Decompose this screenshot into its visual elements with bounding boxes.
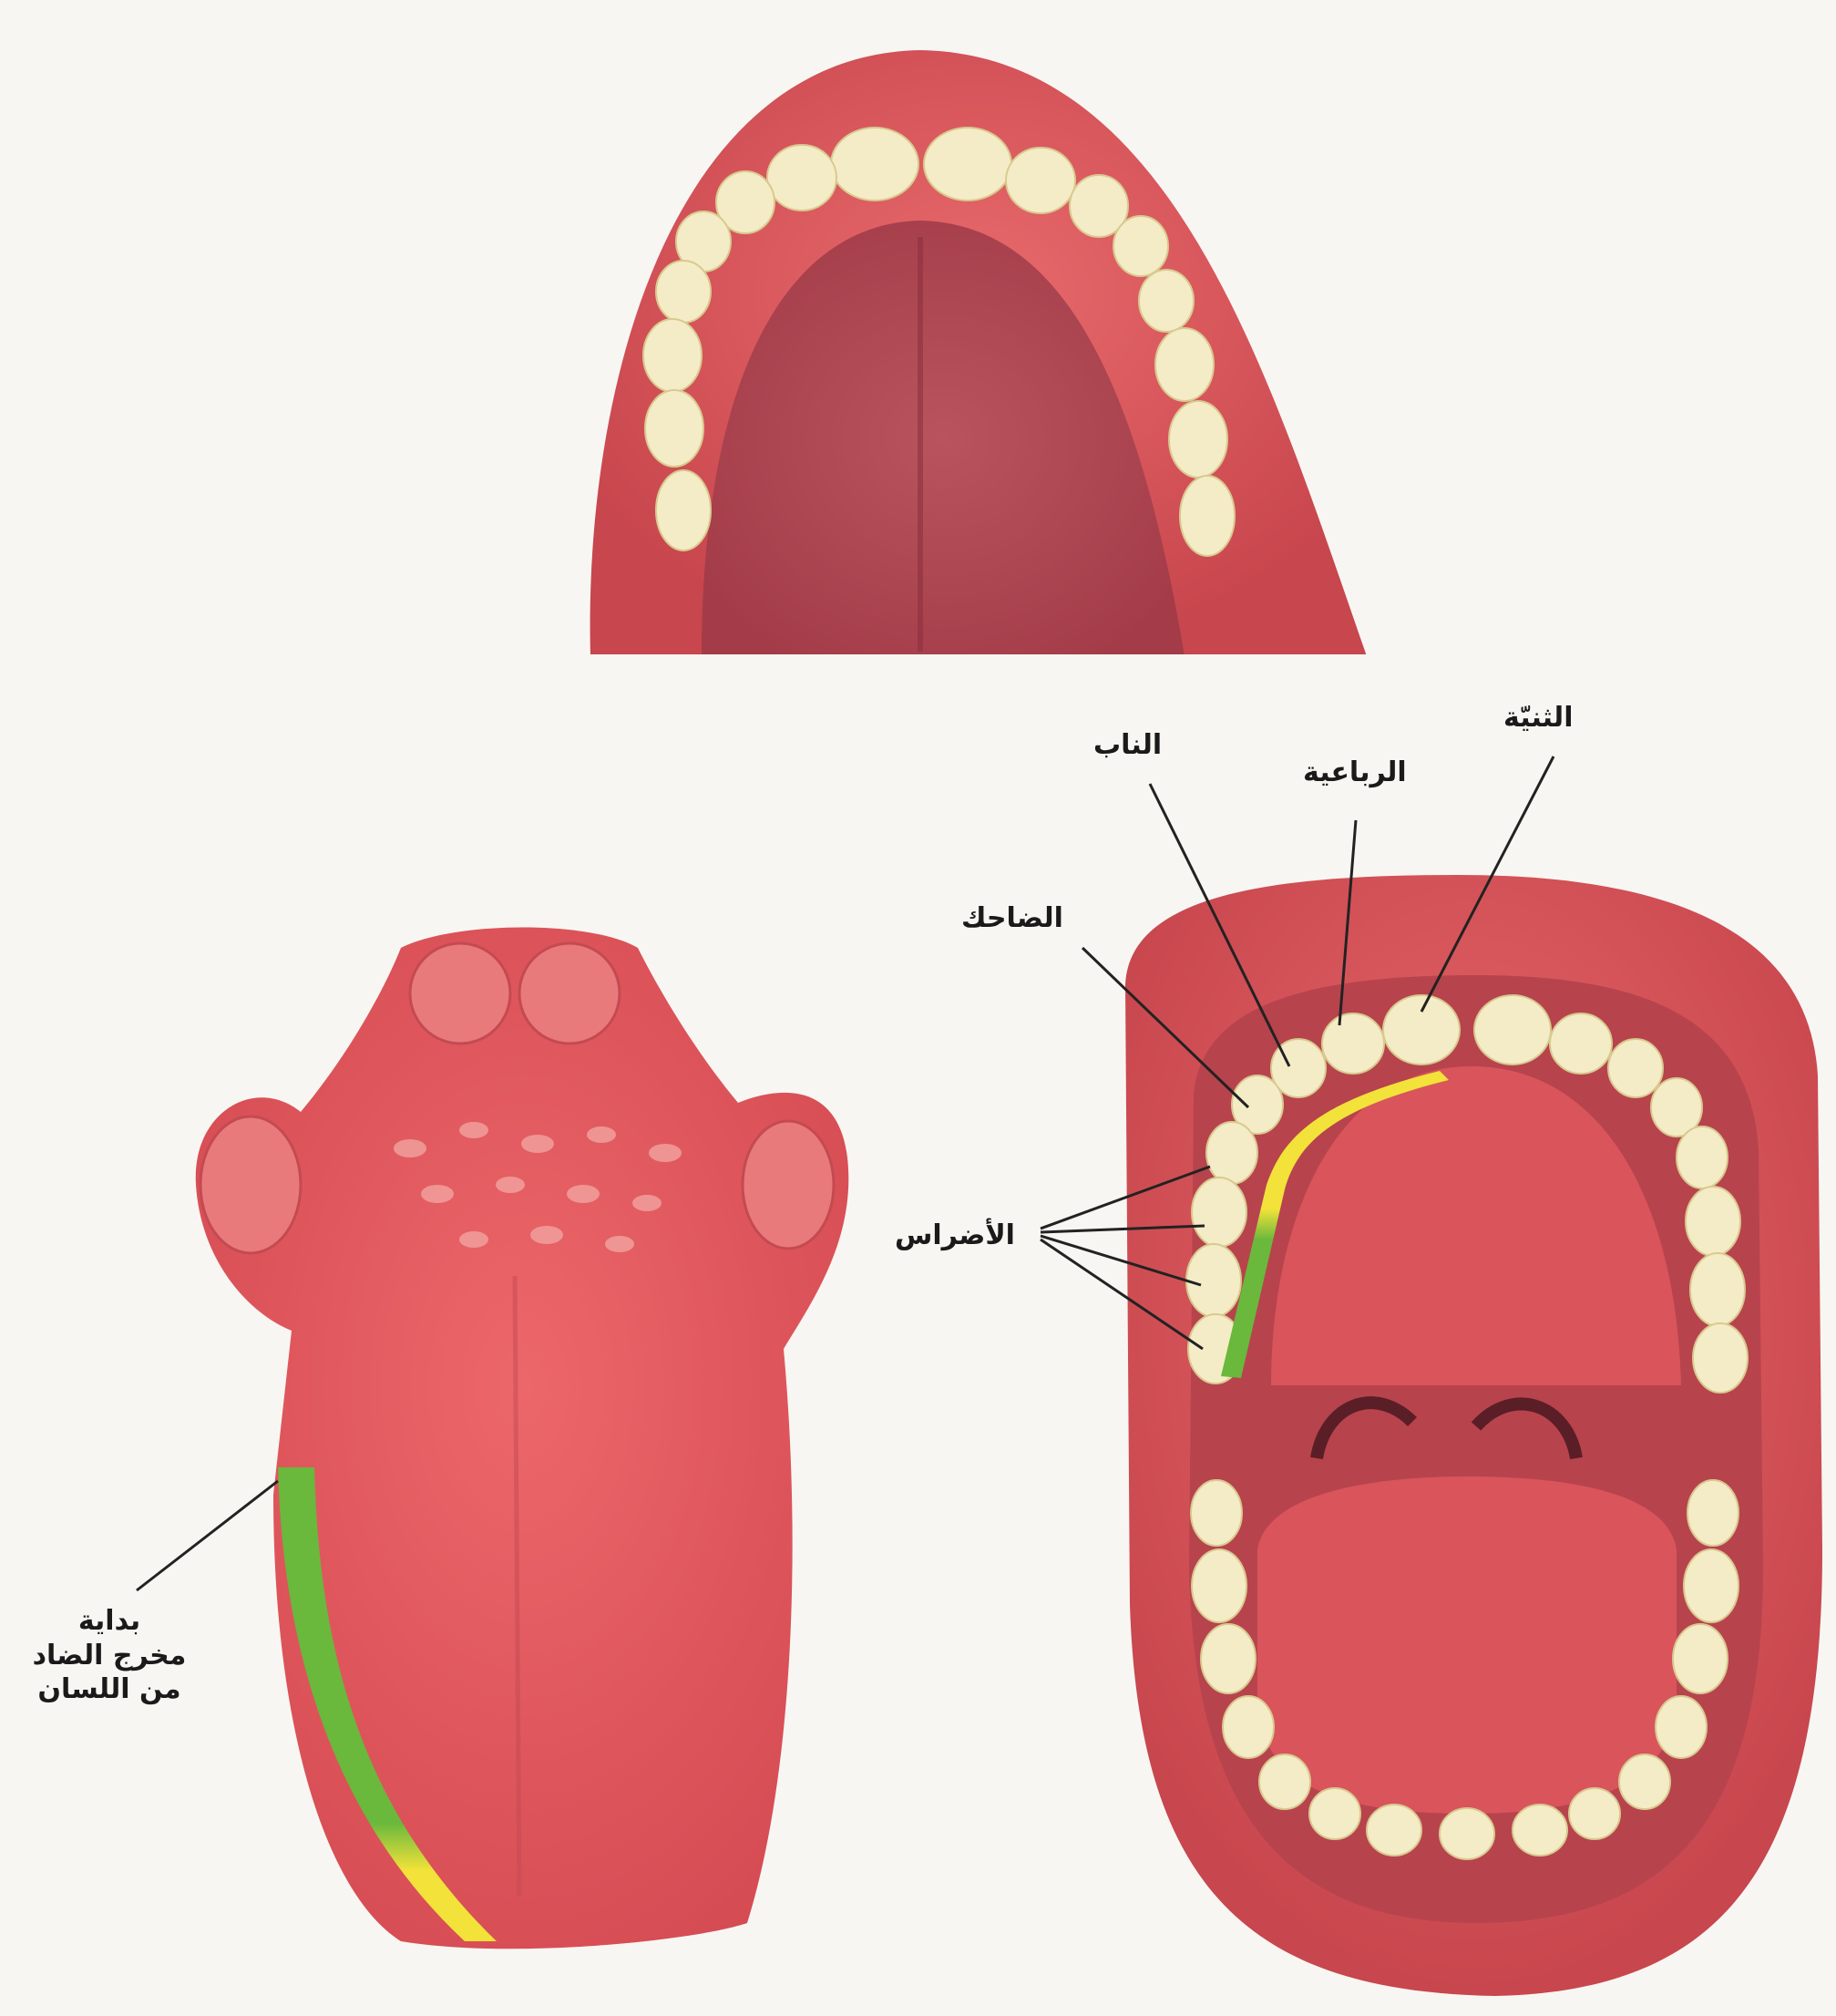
- label-lateral-incisor: الرباعية: [1303, 756, 1407, 789]
- label-molars: الأضراس: [895, 1219, 1015, 1252]
- tongue-illustration: [196, 928, 849, 1949]
- upper-jaw-illustration: [583, 50, 1376, 663]
- label-dad-origin-line-2: مخرج الضاد: [0, 1639, 219, 1673]
- label-dad-origin-line-3: من اللسان: [0, 1672, 219, 1707]
- tongue-body: [196, 928, 849, 1949]
- leader-dad-origin: [137, 1481, 278, 1590]
- label-premolar: الضاحك: [961, 902, 1063, 935]
- label-dad-origin-line-1: بداية: [0, 1604, 219, 1639]
- label-canine: الناب: [1093, 729, 1162, 762]
- label-central-incisor: الثنيّة: [1503, 702, 1573, 735]
- lower-tongue: [1257, 1476, 1677, 1814]
- label-dad-origin: بداية مخرج الضاد من اللسان: [0, 1604, 219, 1707]
- open-mouth-illustration: [1125, 875, 1822, 1996]
